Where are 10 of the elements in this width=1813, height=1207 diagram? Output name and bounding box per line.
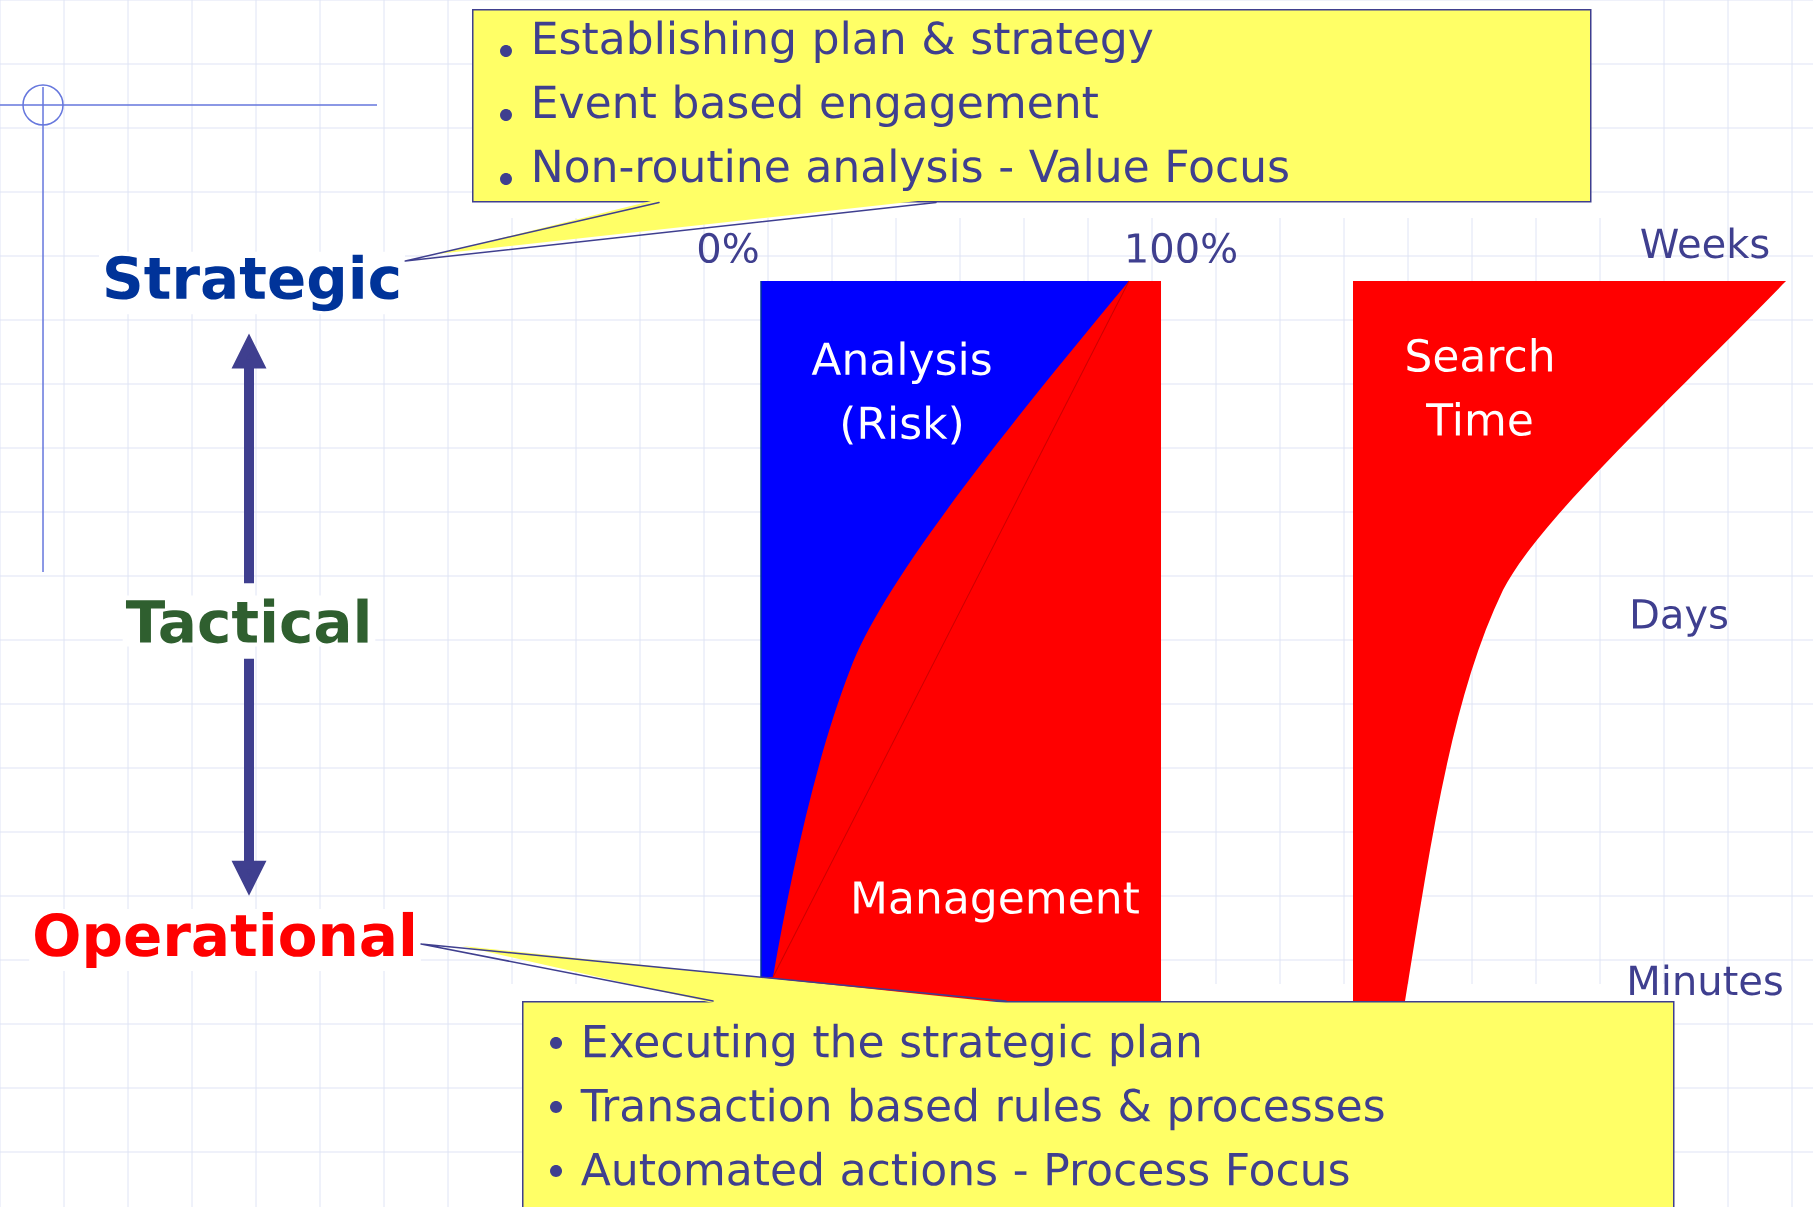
callout-pointer [404, 201, 937, 262]
region-label: Analysis (Risk) [811, 341, 991, 445]
level-label: Strategic [98, 251, 406, 315]
axis-label: Days [1633, 599, 1727, 637]
level-label: Tactical [122, 595, 376, 647]
axis-label: Weeks [1641, 227, 1769, 259]
callout-pointer [420, 943, 1007, 1002]
level-label: Operational [29, 908, 421, 972]
region-label: Search Time [1407, 338, 1552, 437]
region-label: Management [854, 881, 1139, 923]
